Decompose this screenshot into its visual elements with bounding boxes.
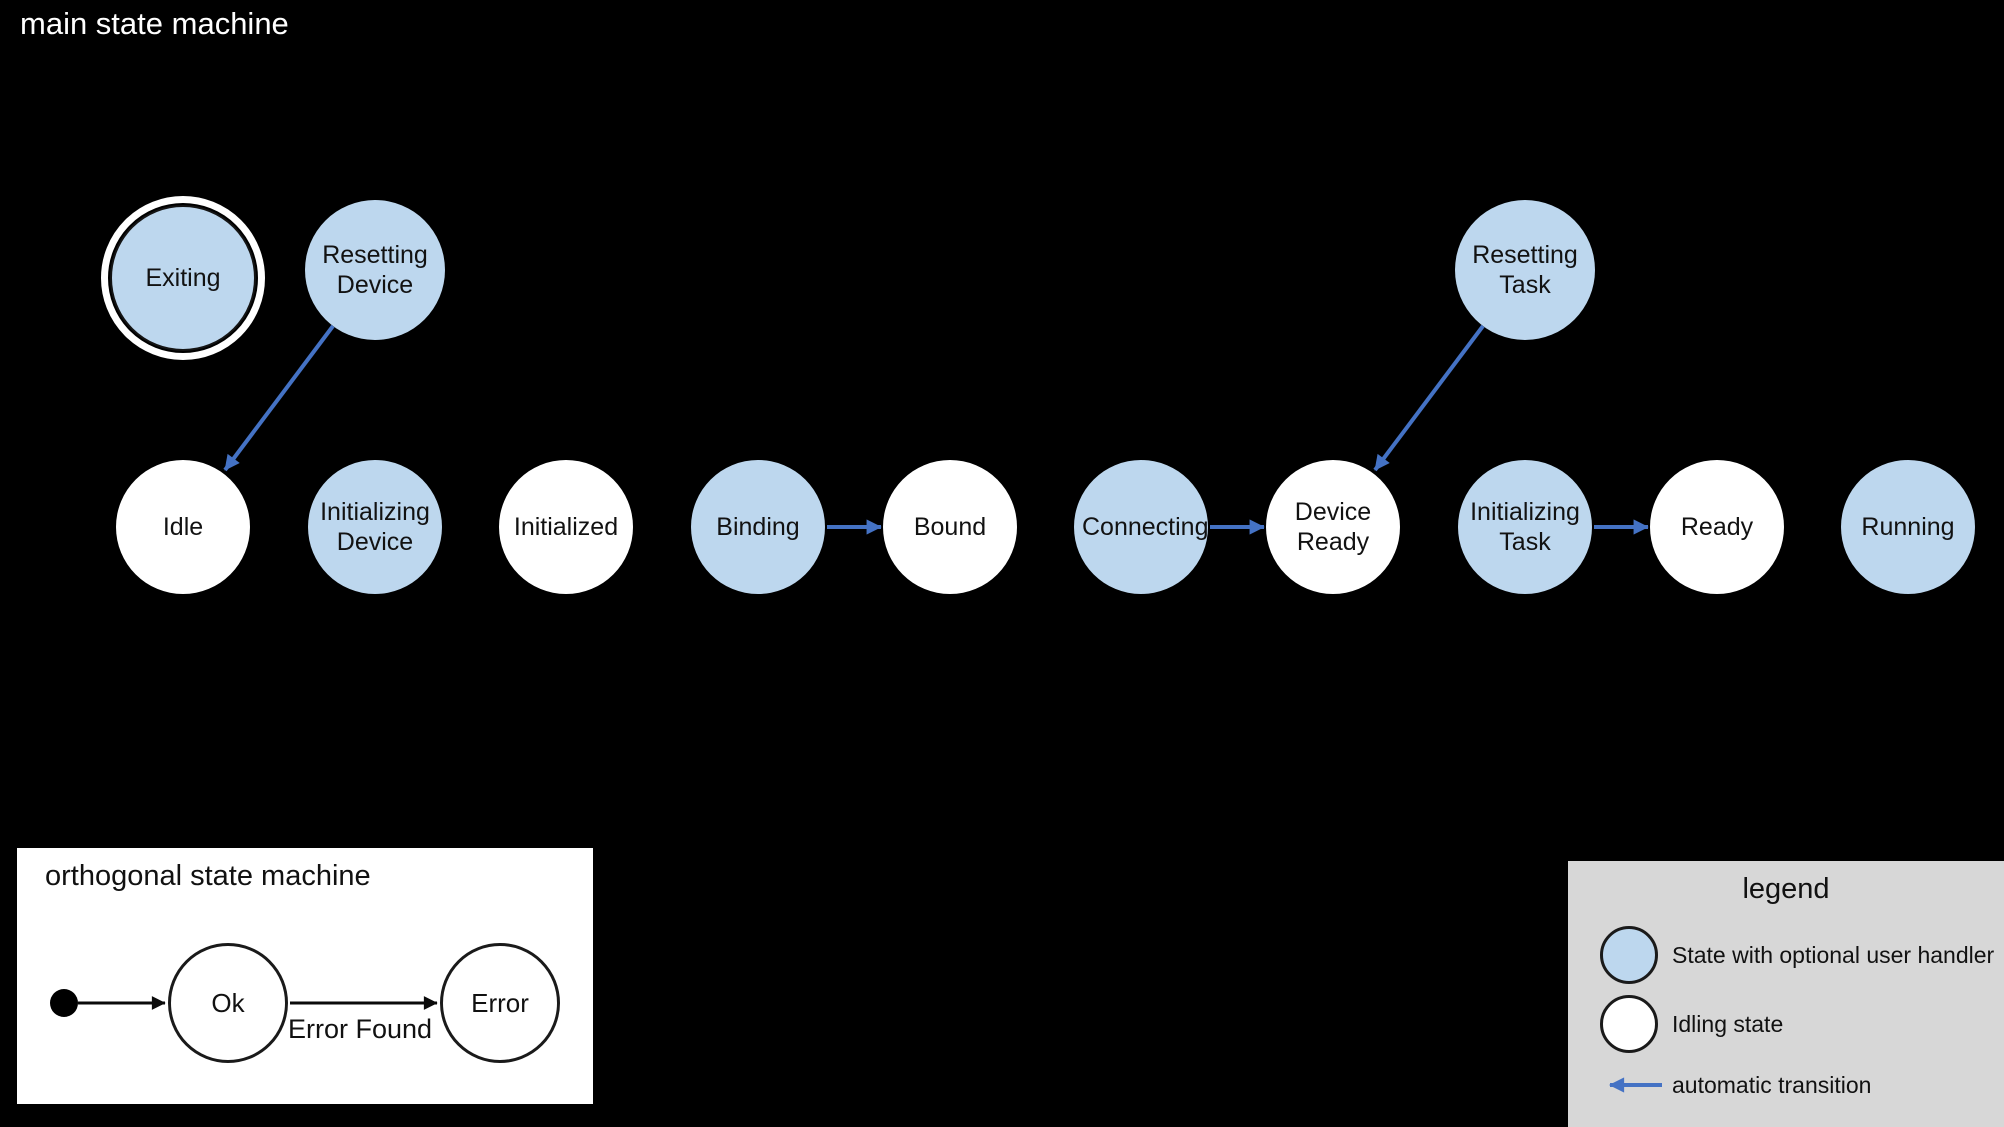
orthogonal-panel-title: orthogonal state machine — [45, 860, 371, 892]
legend-title: legend — [1742, 873, 1830, 905]
state-connecting: Connecting — [1074, 460, 1208, 594]
state-label: Resetting Task — [1472, 240, 1578, 300]
transition-label-error-found: Error Found — [287, 1014, 433, 1044]
state-label: Ready — [1680, 512, 1754, 541]
state-running: Running — [1841, 460, 1975, 594]
state-label: Ok — [211, 987, 245, 1018]
state-ready: Ready — [1650, 460, 1784, 594]
state-label: Connecting — [1082, 512, 1209, 541]
state-initializing-task: Initializing Task — [1458, 460, 1592, 594]
main-diagram-title: main state machine — [20, 6, 289, 41]
state-label: Error — [471, 987, 529, 1018]
legend-item-label: automatic transition — [1672, 1072, 1872, 1098]
legend-panel: legend State with optional user handler … — [1568, 861, 2004, 1127]
orthogonal-state-machine-panel: orthogonal state machine Ok Error Error … — [17, 848, 593, 1104]
legend-idling-state-swatch — [1600, 995, 1658, 1053]
state-exiting-final-ring: Exiting — [101, 196, 265, 360]
state-resetting-task: Resetting Task — [1455, 200, 1595, 340]
state-label: Device Ready — [1294, 497, 1372, 557]
automatic-transition-arrow-icon — [1608, 1077, 1662, 1093]
state-device-ready: Device Ready — [1266, 460, 1400, 594]
state-resetting-device: Resetting Device — [305, 200, 445, 340]
state-bound: Bound — [883, 460, 1017, 594]
state-label: Initializing Device — [320, 497, 430, 557]
transition-arrow-resetting-task-device-ready — [1373, 324, 1485, 472]
state-label: Running — [1861, 512, 1955, 541]
state-error: Error — [440, 943, 560, 1063]
state-idle: Idle — [116, 460, 250, 594]
state-label: Binding — [716, 512, 800, 541]
state-exiting: Exiting — [110, 205, 256, 351]
state-initialized: Initialized — [499, 460, 633, 594]
transition-arrow-resetting-device-idle — [223, 324, 335, 472]
state-ok: Ok — [168, 943, 288, 1063]
state-label: Idle — [162, 512, 204, 541]
legend-user-handler-state-swatch — [1600, 926, 1658, 984]
state-label: Initializing Task — [1470, 497, 1580, 557]
state-label: Exiting — [145, 263, 221, 292]
state-initializing-device: Initializing Device — [308, 460, 442, 594]
state-label: Bound — [913, 512, 987, 541]
initial-state-dot — [50, 989, 78, 1017]
legend-item-label: State with optional user handler — [1672, 942, 1995, 968]
state-binding: Binding — [691, 460, 825, 594]
legend-item-label: Idling state — [1672, 1011, 1784, 1037]
state-label: Resetting Device — [322, 240, 428, 300]
state-label: Initialized — [513, 512, 619, 541]
